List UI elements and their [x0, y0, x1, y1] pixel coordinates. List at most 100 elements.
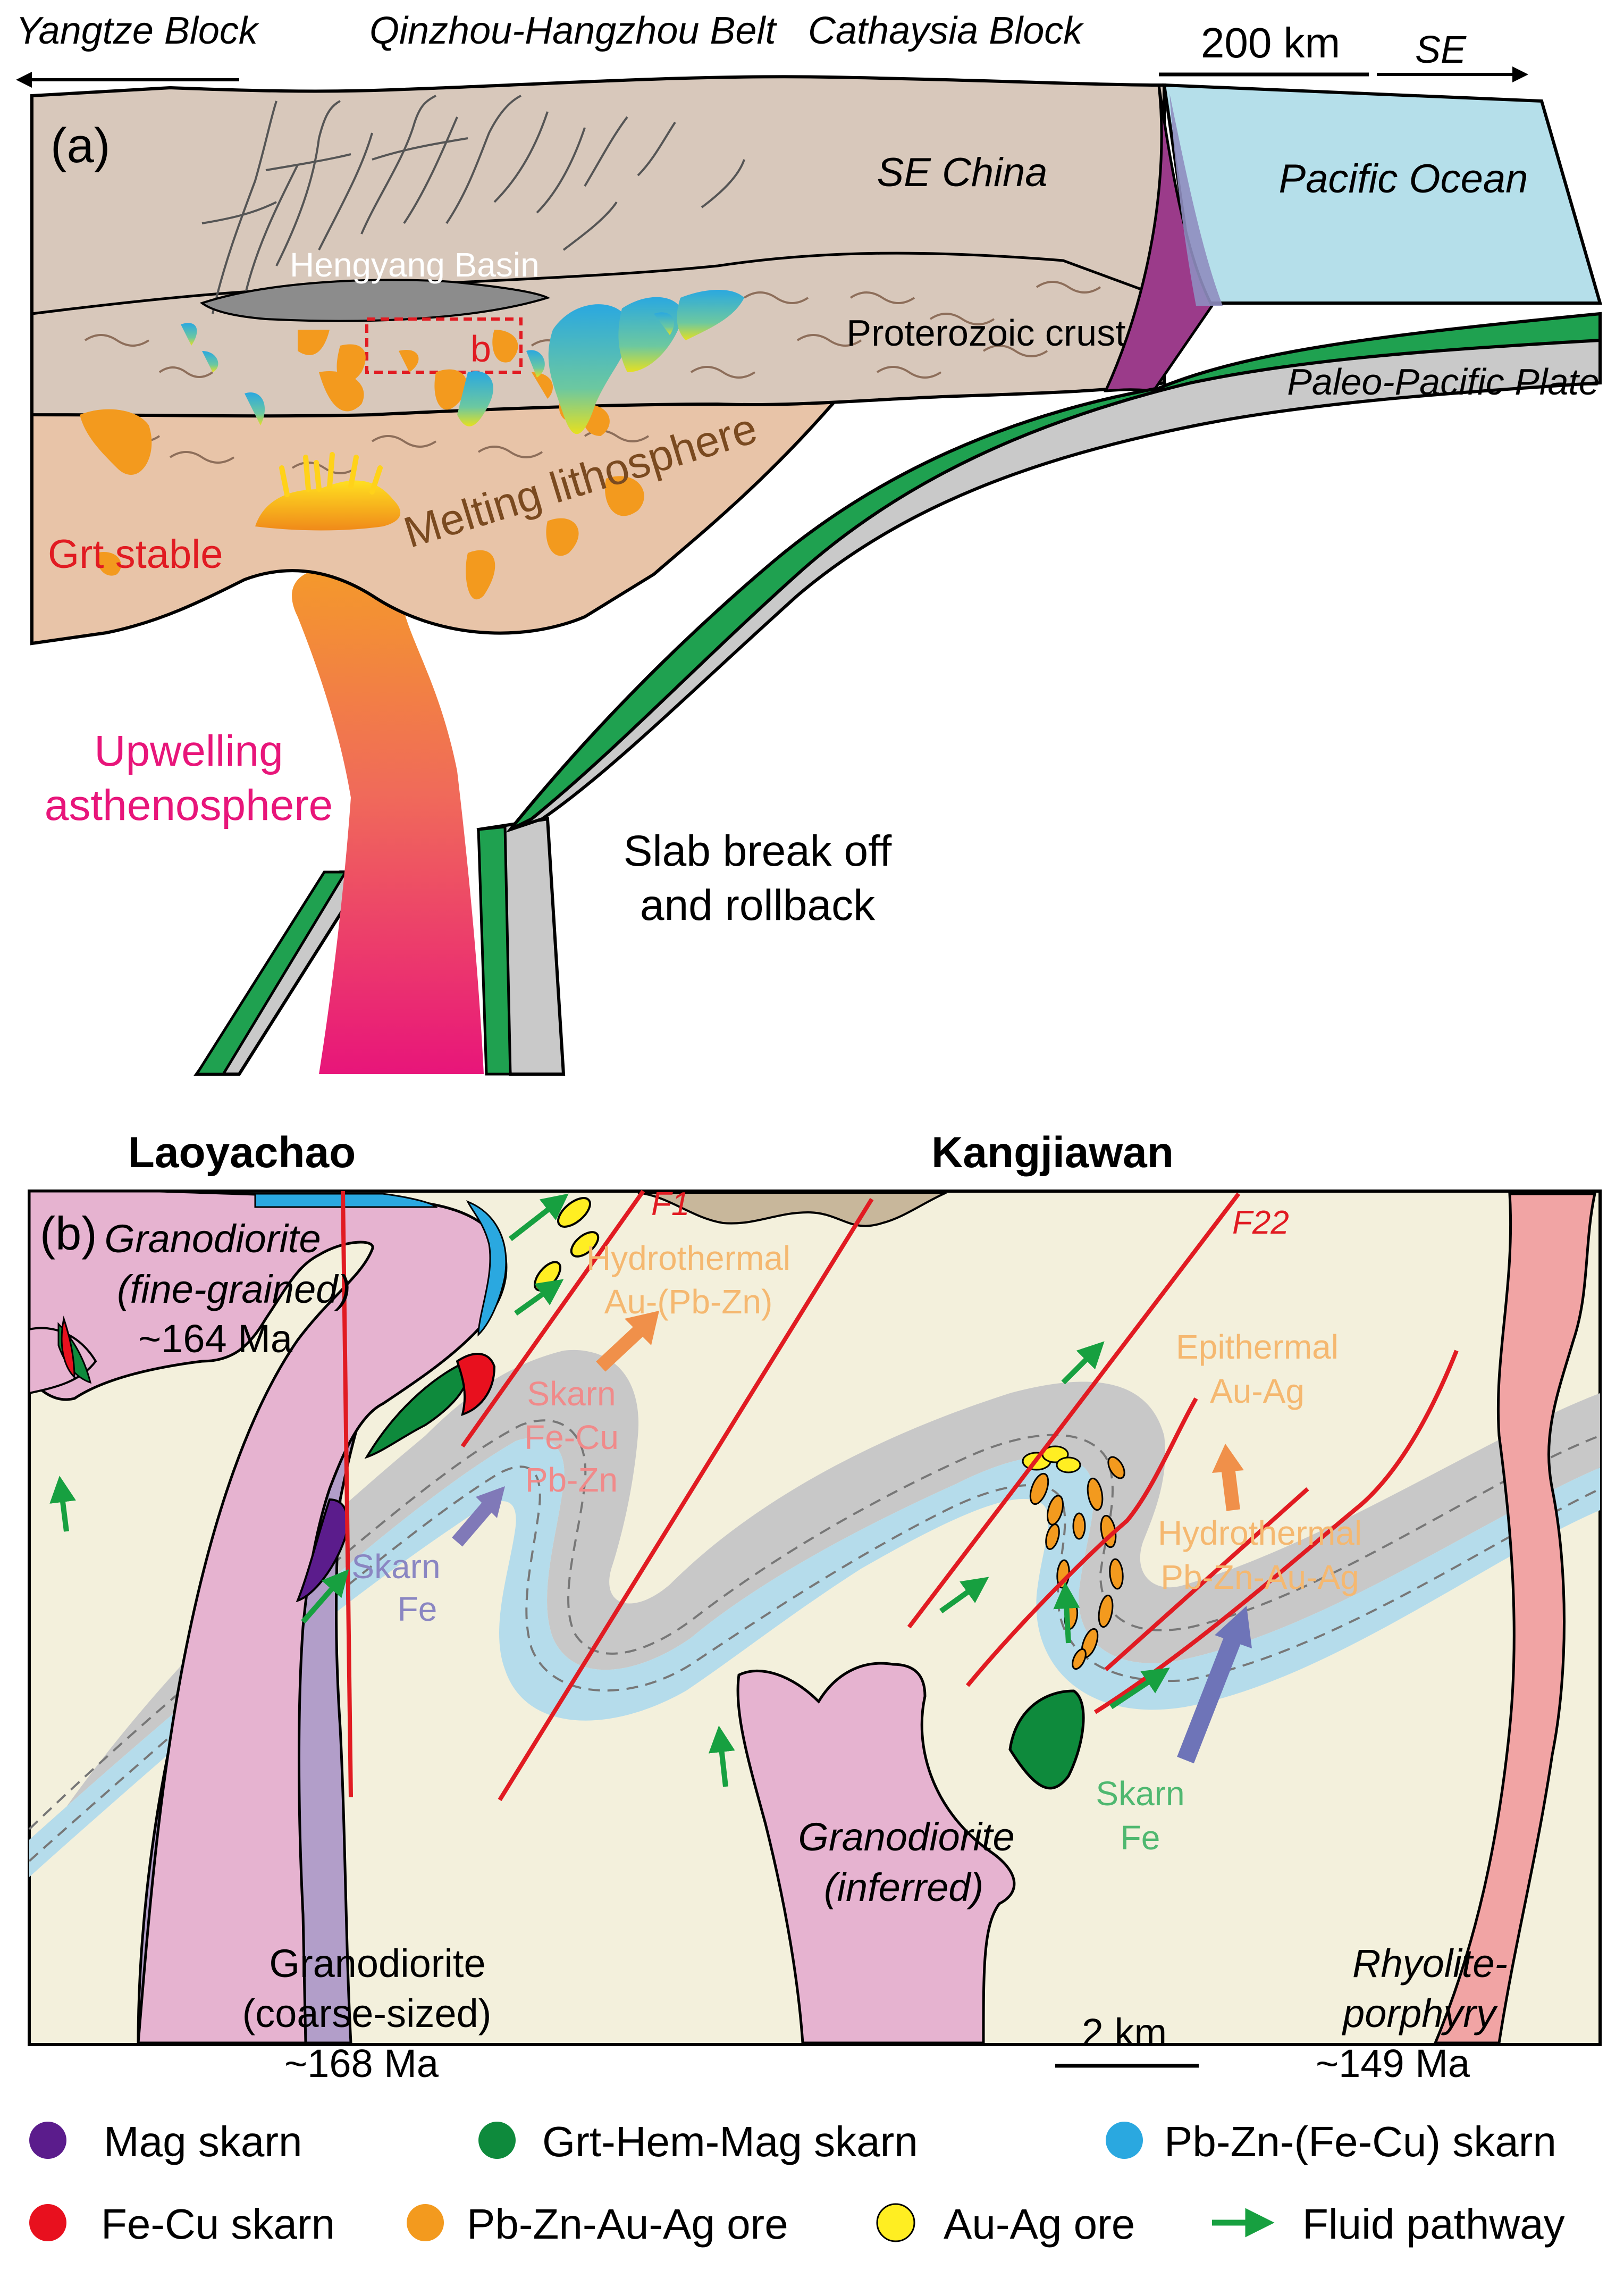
upwelling-asthenosphere: [292, 565, 484, 1074]
label-upwelling-1: Upwelling: [94, 727, 283, 775]
skarn-pbzn-laoyachao-top: [466, 1200, 507, 1337]
paleo-pacific-slab-green: [509, 312, 1602, 831]
faults: [341, 1190, 1459, 1802]
label-proterozoic-crust: Proterozoic crust: [846, 312, 1125, 354]
label-hengyang-basin: Hengyang Basin: [290, 246, 540, 284]
header-yangtze-block: Yangtze Block: [16, 10, 260, 52]
suture-zone: [1104, 85, 1214, 392]
slab-green-right: [477, 825, 512, 1076]
granodiorite-fine-apophysis: [28, 1327, 97, 1395]
folded-stratum-gray: [29, 1350, 1600, 1861]
label-skarn-fe-1: Skarn: [351, 1547, 440, 1586]
label-skarn-fecu-1: Skarn: [527, 1375, 616, 1413]
legend-label-mag-skarn: Mag skarn: [104, 2118, 302, 2165]
legend-label-fluid-pathway: Fluid pathway: [1302, 2200, 1565, 2248]
skarn-fecu-laoyachao: [456, 1353, 496, 1417]
legend-item-fluid-pathway: Fluid pathway: [1212, 2200, 1565, 2248]
label-slab-2: and rollback: [640, 881, 876, 929]
label-skarn-fe-green-1: Skarn: [1096, 1774, 1184, 1813]
legend-item-fecu-skarn: Fe-Cu skarn: [29, 2200, 335, 2248]
label-gd-coarse-1: Granodiorite: [269, 1941, 485, 1986]
suture-zone-overlap: [1169, 93, 1223, 306]
label-skarn-fe-green-2: Fe: [1121, 1819, 1160, 1857]
label-grt-stable: Grt stable: [48, 532, 223, 577]
label-gd-inferred-2: (inferred): [824, 1865, 983, 1909]
legend-item-au-ag-ore: Au-Ag ore: [876, 2200, 1135, 2248]
legend-swatch-pbzn-au-ag-ore: [407, 2204, 444, 2241]
label-upwelling-2: asthenosphere: [45, 781, 333, 830]
label-rhyolite-1: Rhyolite-: [1352, 1941, 1508, 1986]
label-skarn-fe-2: Fe: [398, 1590, 437, 1628]
label-hydro-pb-2: Pb-Zn-Au-Ag: [1160, 1558, 1359, 1596]
label-gd-fine-age: ~164 Ma: [138, 1317, 293, 1361]
label-rhyolite-age: ~149 Ma: [1316, 2041, 1470, 2085]
panel-b-label: (b): [40, 1207, 97, 1260]
label-epithermal-1: Epithermal: [1176, 1328, 1339, 1366]
arrow-orange-hydrothermal-au: [596, 1324, 645, 1372]
label-box-b: b: [470, 328, 491, 370]
ore-bodies-blue: [181, 290, 744, 434]
label-skarn-fecu-3: Pb-Zn: [525, 1461, 618, 1499]
header-qinzhou-hangzhou-belt: Qinzhou-Hangzhou Belt: [369, 10, 777, 52]
label-slab-1: Slab break off: [624, 827, 892, 875]
label-hydro-pb-1: Hydrothermal: [1158, 1514, 1362, 1552]
fluid-pathway-arrows: [49, 1193, 1170, 1787]
label-skarn-fecu-2: Fe-Cu: [524, 1418, 619, 1456]
crust-boundary: [31, 252, 1165, 315]
legend-label-pbzn-au-ag-ore: Pb-Zn-Au-Ag ore: [467, 2200, 788, 2248]
arrow-blue-hydrothermal-pb-head: [1215, 1606, 1252, 1648]
scale-bar-200km-label: 200 km: [1201, 19, 1340, 66]
label-hydro-au-1: Hydrothermal: [586, 1239, 790, 1277]
legend-item-pbzn-au-ag-ore: Pb-Zn-Au-Ag ore: [407, 2200, 788, 2248]
legend-label-fecu-skarn: Fe-Cu skarn: [101, 2200, 335, 2248]
skarn-fecu-left-edge: [61, 1316, 75, 1379]
arrow-purple-skarn-fe: [452, 1500, 494, 1547]
label-pacific-ocean: Pacific Ocean: [1279, 156, 1528, 202]
title-kangjiawan: Kangjiawan: [931, 1128, 1174, 1177]
label-epithermal-2: Au-Ag: [1210, 1372, 1305, 1410]
skarn-grt-kangjiawan: [1008, 1689, 1085, 1790]
panel-a: Yangtze Block Qinzhou-Hangzhou Belt Cath…: [15, 10, 1602, 1076]
label-hydro-au-2: Au-(Pb-Zn): [604, 1283, 773, 1321]
panel-a-label: (a): [51, 119, 110, 173]
arrow-orange-epithermal: [1221, 1467, 1240, 1511]
label-se-china: SE China: [877, 150, 1047, 195]
stratum-dashline-2: [28, 1465, 1601, 1862]
legend-swatch-mag-skarn: [29, 2122, 66, 2159]
crust-fault-traces: [201, 95, 745, 314]
label-gd-inferred-1: Granodiorite: [798, 1815, 1014, 1859]
legend-item-mag-skarn: Mag skarn: [29, 2118, 302, 2165]
scale-bar-2km-label: 2 km: [1082, 2011, 1167, 2055]
legend-label-grt-hem-mag-skarn: Grt-Hem-Mag skarn: [542, 2118, 918, 2165]
skarn-pbzn-laoyachao-roof: [254, 1193, 438, 1208]
arrow-orange-hydrothermal-au-head: [625, 1311, 659, 1345]
legend: Mag skarn Grt-Hem-Mag skarn Pb-Zn-(Fe-Cu…: [29, 2118, 1565, 2248]
magma-chamber: [255, 480, 401, 531]
legend-swatch-fecu-skarn: [29, 2204, 66, 2241]
label-gd-fine-2: (fine-grained): [117, 1267, 351, 1311]
label-paleo-pacific-plate: Paleo-Pacific Plate: [1287, 361, 1600, 403]
ore-bodies-orange: [80, 323, 644, 600]
folded-stratum-blue: [29, 1437, 1600, 1877]
lithosphere: [30, 381, 854, 646]
fault-label-f22: F22: [1232, 1204, 1289, 1241]
header-se: SE: [1415, 29, 1467, 71]
legend-item-grt-hem-mag-skarn: Grt-Hem-Mag skarn: [478, 2118, 918, 2165]
rhyolite-porphyry: [1433, 1192, 1597, 2045]
arrow-purple-skarn-fe-head: [476, 1486, 505, 1518]
legend-item-pbzn-skarn: Pb-Zn-(Fe-Cu) skarn: [1106, 2118, 1556, 2165]
panel-b: Laoyachao Kangjiawan (b) F1 F22 Granodio…: [28, 1128, 1602, 2085]
title-laoyachao: Laoyachao: [128, 1128, 356, 1177]
magma-dikes: [279, 452, 383, 497]
legend-swatch-grt-hem-mag-skarn: [478, 2122, 516, 2159]
legend-swatch-au-ag-ore: [876, 2203, 915, 2242]
arrow-orange-epithermal-head: [1212, 1444, 1244, 1473]
legend-label-pbzn-skarn: Pb-Zn-(Fe-Cu) skarn: [1164, 2118, 1556, 2165]
header-cathaysia-block: Cathaysia Block: [808, 10, 1084, 52]
label-gd-fine-1: Granodiorite: [104, 1217, 321, 1261]
legend-swatch-pbzn-skarn: [1106, 2122, 1143, 2159]
hengyang-basin: [199, 279, 551, 322]
label-gd-coarse-age: ~168 Ma: [284, 2041, 439, 2085]
arrow-blue-hydrothermal-pb: [1177, 1634, 1242, 1764]
